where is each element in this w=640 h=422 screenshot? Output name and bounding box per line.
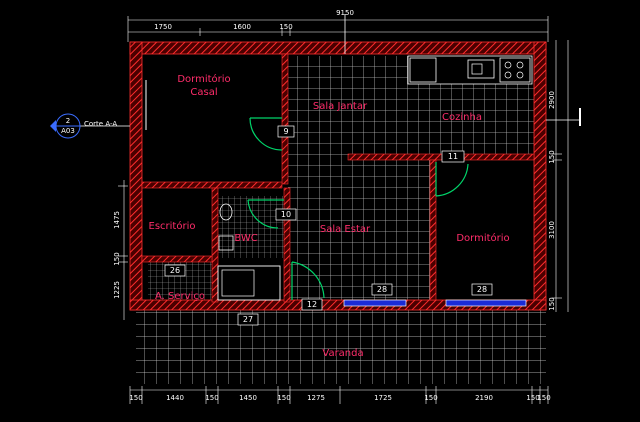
stove [499,57,531,83]
dim-bottom-2: 1440 [166,394,184,402]
wall-bwc-left [211,187,219,303]
svg-text:10: 10 [281,210,291,219]
wall-bwc-right [283,187,291,303]
tag-28-sala: 28 [371,283,393,296]
room-sala-estar: Sala Estar [320,224,371,235]
wall-kitchen-bottom [347,153,535,161]
dim-bottom-5: 150 [277,394,290,402]
section-arrow-icon [50,120,56,132]
svg-text:26: 26 [170,266,180,275]
tag-27: 27 [237,313,259,326]
room-escritorio: Escritório [149,220,196,232]
bwc-floor [217,196,285,258]
dims-right [552,40,569,312]
cozinha-floor [438,84,534,156]
service-tank [217,265,281,301]
section-sheet: A03 [61,127,75,135]
svg-text:28: 28 [477,285,487,294]
service-tank-inner [221,269,255,297]
dims-top [127,16,549,42]
tag-28-dorm: 28 [471,283,493,296]
tag-11: 11 [441,150,465,163]
svg-text:27: 27 [243,315,253,324]
dims-bottom [129,386,549,404]
dim-right-2: 150 [548,150,556,163]
wall-esc-bottom [141,255,213,263]
room-dormitorio-casal: Dormitório [177,73,230,85]
wall-casal-bottom [141,181,283,189]
dim-left-3: 1225 [113,281,121,299]
door-bwc [247,199,284,229]
basin [218,235,234,251]
svg-text:28: 28 [377,285,387,294]
dim-top-2: 1600 [233,23,251,31]
burner [504,61,512,69]
dim-right-4: 150 [548,297,556,310]
dim-left-2: 150 [113,252,121,265]
varanda-floor [136,310,546,384]
wall-right [533,41,547,311]
dim-bottom-10: 150 [526,394,539,402]
dim-top-3: 150 [279,23,292,31]
kitchen-counter [407,55,533,85]
toilet [219,203,233,221]
burner [516,71,524,79]
svg-text:11: 11 [448,152,458,161]
door-casal [249,117,283,151]
tag-10: 10 [275,208,297,221]
room-dormitorio-casal-2: Casal [190,87,217,98]
section-label: Corte A-A [84,120,117,128]
tag-9: 9 [277,125,295,138]
room-dormitorio: Dormitório [456,232,509,244]
door-dorm [435,162,469,197]
dim-right-3: 3100 [548,221,556,239]
dim-bottom-4: 1450 [239,394,257,402]
room-area-servico: A. Serviço [155,291,205,302]
room-bwc: BWC [234,233,257,244]
burner [504,71,512,79]
sink-basin [471,63,483,75]
window-sala [343,299,407,307]
window-dorm [445,299,527,307]
dim-bottom-8: 150 [424,394,437,402]
room-varanda: Varanda [322,348,363,359]
wall-top [129,41,547,55]
dim-top-total: 9150 [336,9,354,17]
svg-text:9: 9 [283,127,288,136]
wall-dorm-left [429,159,437,301]
section-number: 2 [66,117,70,125]
dim-bottom-3: 150 [205,394,218,402]
dim-bottom-11: 150 [537,394,550,402]
burner [516,61,524,69]
wall-left [129,41,143,311]
dim-right-1: 2900 [548,91,556,109]
sink [467,59,495,79]
dim-left-1: 1475 [113,211,121,229]
fridge [409,57,437,83]
door-sala [291,261,325,300]
wall-casal-right [281,53,289,185]
dim-bottom-6: 1275 [307,394,325,402]
dim-top-1: 1750 [154,23,172,31]
dims-left [118,180,128,320]
tag-12: 12 [301,298,323,311]
dim-bottom-9: 2190 [475,394,493,402]
sala-estar-floor [288,156,430,300]
dim-bottom-1: 150 [129,394,142,402]
room-sala-jantar: Sala Jantar [313,101,368,112]
wall-bottom [129,299,547,311]
dim-bottom-7: 1725 [374,394,392,402]
room-cozinha: Cozinha [442,112,482,123]
tag-26: 26 [164,264,186,277]
svg-text:12: 12 [307,300,317,309]
